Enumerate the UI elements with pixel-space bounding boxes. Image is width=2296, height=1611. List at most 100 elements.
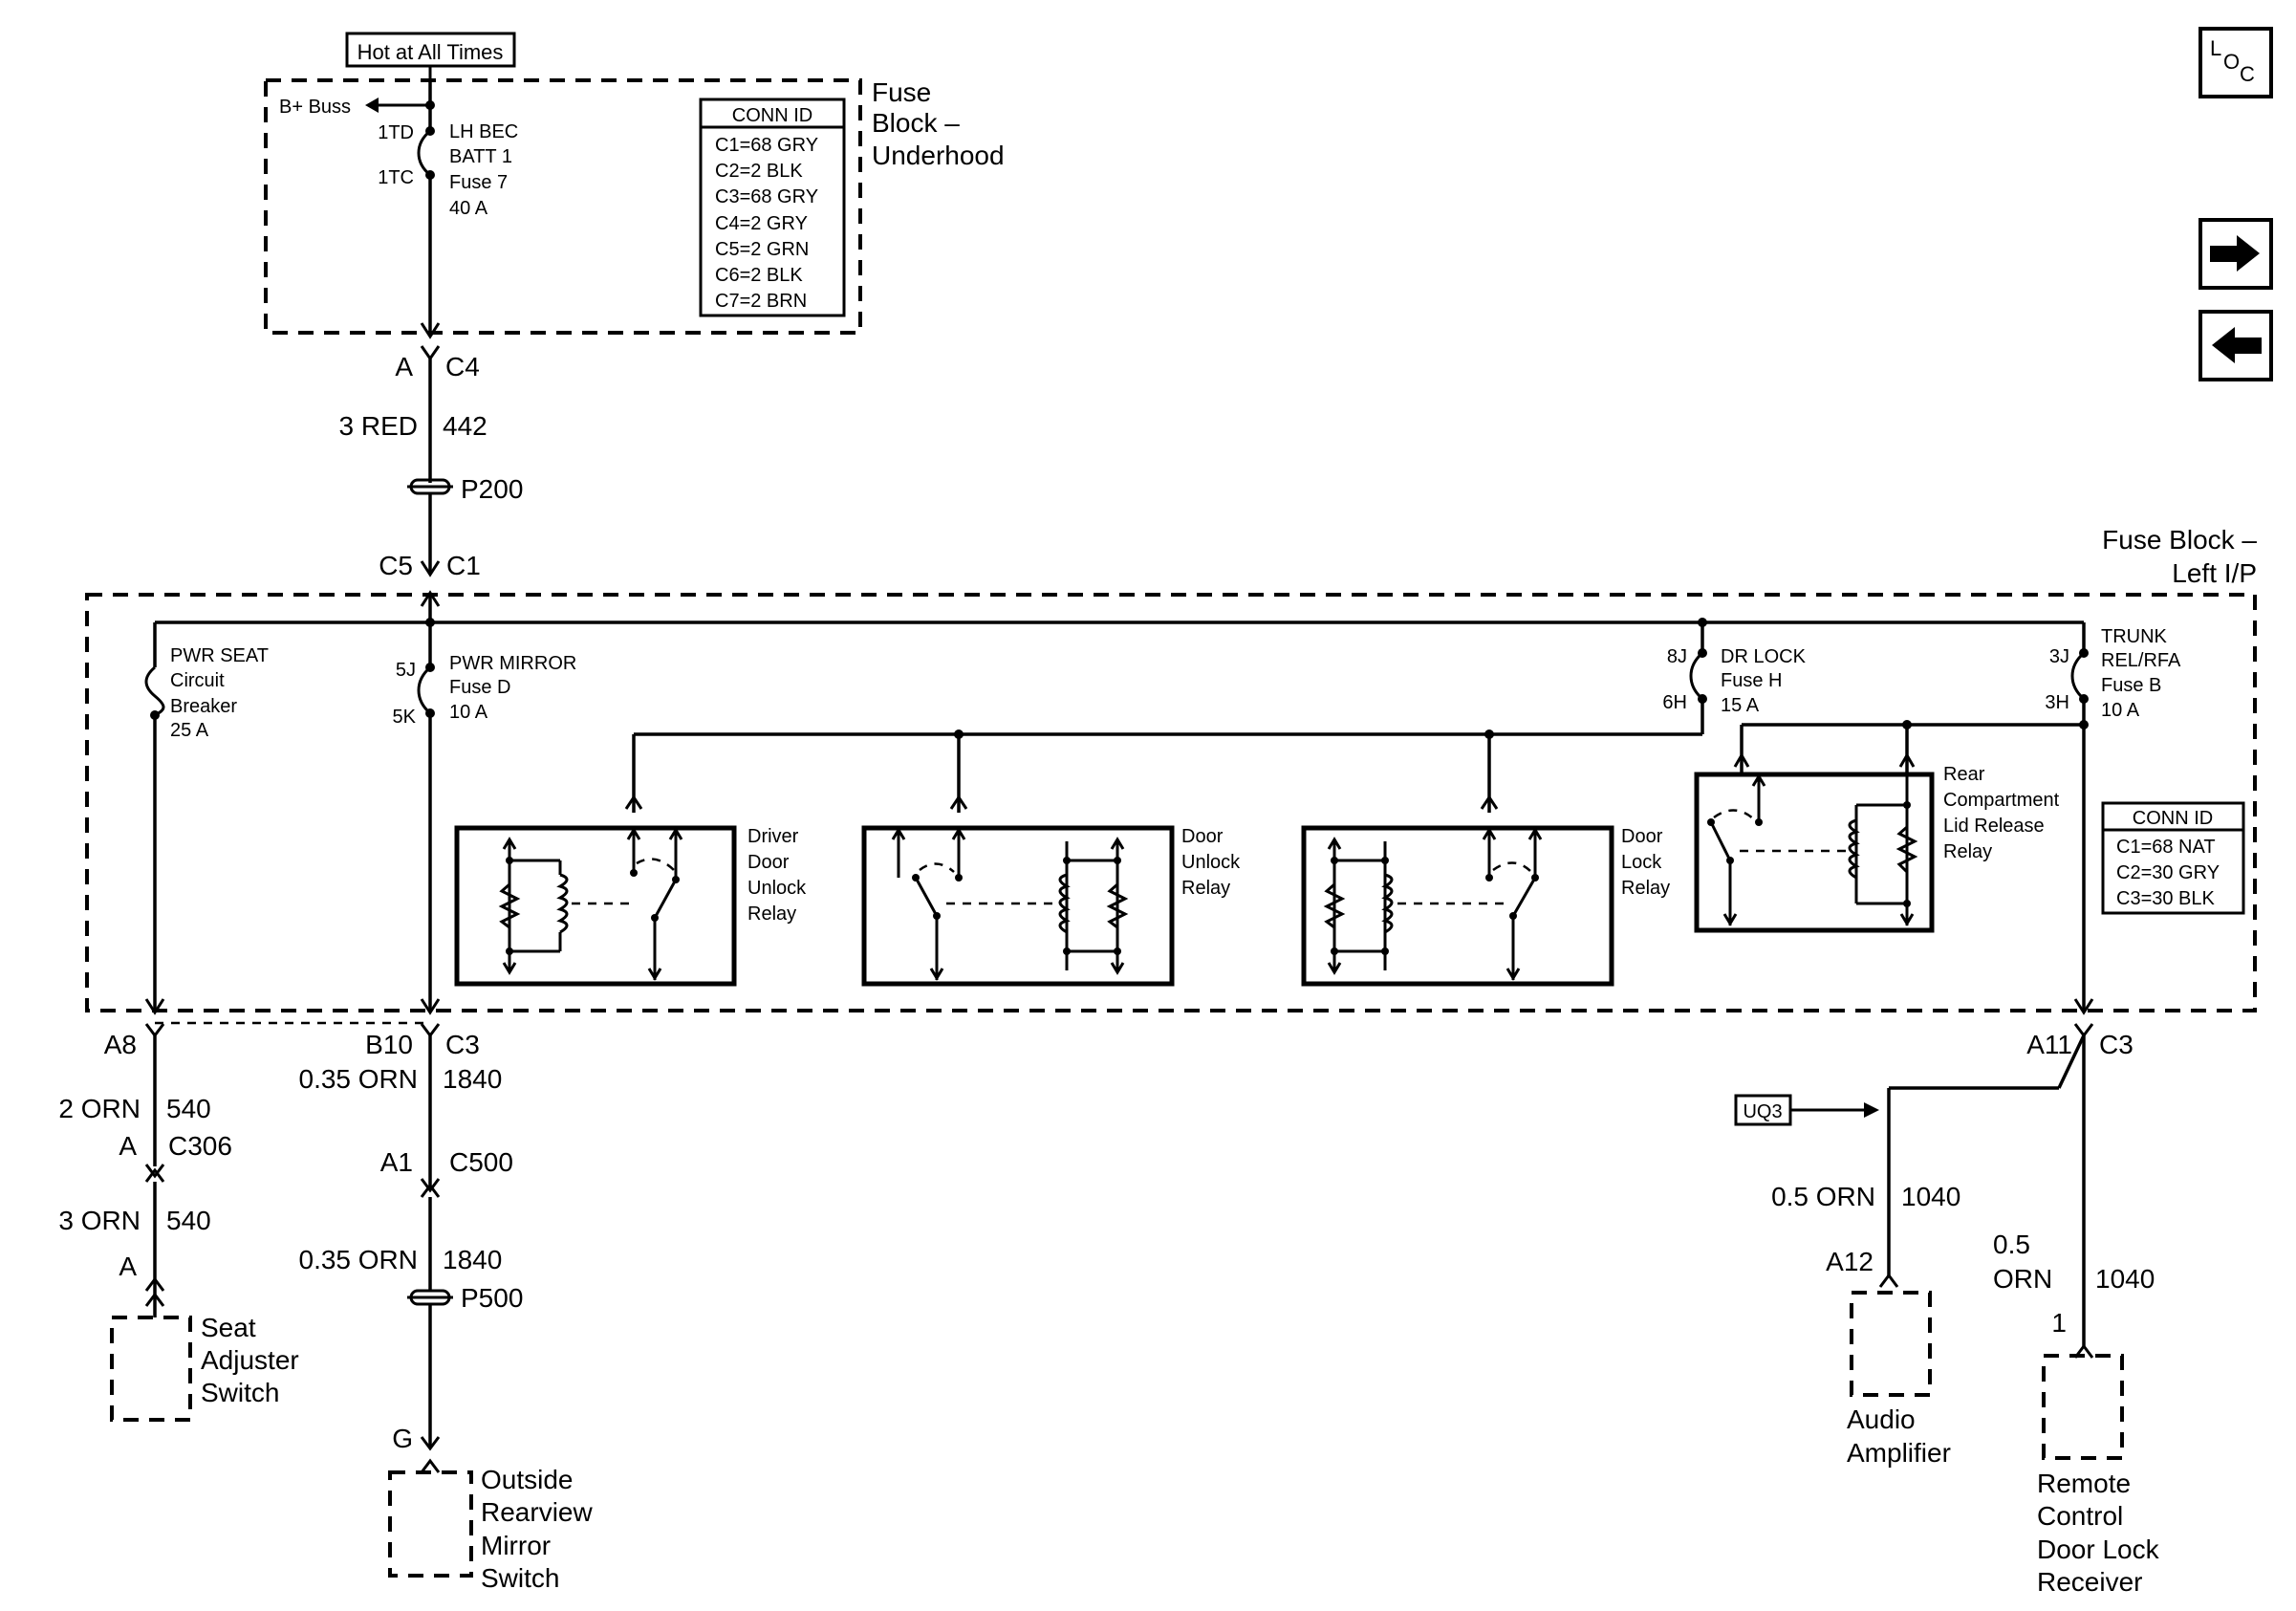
mirror-switch-label-1: Outside [481,1465,574,1494]
connector-c3-mirror: C3 [445,1030,480,1059]
uq3-arrow-icon [1864,1102,1879,1118]
rear-relay-label-2: Compartment [1943,790,2060,811]
rear-relay-label-3: Lid Release [1943,816,2045,837]
pin-b10: B10 [365,1030,413,1059]
underhood-title-3: Underhood [872,141,1005,170]
pin-5k: 5K [393,707,417,728]
mirror-circuit: B10 C3 0.35 ORN 1840 A1 C500 0.35 ORN 18… [299,1023,593,1593]
pin-5j: 5J [396,660,416,681]
door-lock-relay [1301,825,1614,987]
pwr-seat-label-2: Circuit [170,670,225,691]
pin-8j: 8J [1667,646,1687,667]
rear-relay-label-1: Rear [1943,764,1985,785]
circuit-442: 442 [443,411,487,441]
underhood-boundary [264,78,862,335]
trunk-label-1: TRUNK [2101,626,2168,647]
pwr-mirror-label-1: PWR MIRROR [449,653,576,674]
underhood-conn-row: C3=68 GRY [715,186,818,207]
unlock-relay-label-3: Relay [1181,878,1230,899]
splice-p500: P500 [461,1283,523,1313]
pin-1tc: 1TC [378,167,414,188]
underhood-conn-row: C1=68 GRY [715,135,818,156]
pin-3j: 3J [2049,646,2069,667]
driver-relay-label-1: Driver [747,826,799,847]
pwr-seat-breaker-symbol [144,665,165,717]
prev-page-button[interactable] [2199,310,2273,381]
mirror-switch-label-2: Rearview [481,1497,593,1527]
ip-conn-row: C3=30 BLK [2116,888,2216,909]
trunk-label-3: Fuse B [2101,675,2161,696]
connector-c4: C4 [445,352,480,381]
connector-c3-trunk: C3 [2099,1030,2134,1059]
unlock-relay-label-2: Unlock [1181,852,1241,873]
rear-compartment-relay [1694,720,1935,933]
ip-title-1: Fuse Block – [2102,525,2257,555]
seat-switch-label-2: Adjuster [201,1345,299,1375]
underhood-fuse-block: Hot at All Times Fuse Block – Underhood … [264,32,1005,339]
connector-c306-symbol [144,1164,165,1179]
rcdl-label-4: Receiver [2037,1567,2142,1597]
rcdl-wire-size-1: 0.5 [1993,1230,2030,1259]
arrow-right-icon [2210,235,2260,272]
seat-switch-label-1: Seat [201,1313,256,1342]
door-unlock-relay [861,825,1175,987]
loc-letter-l: L [2210,36,2221,60]
mirror-wire2-size: 0.35 ORN [299,1245,419,1274]
underhood-conn-row: C5=2 GRN [715,239,809,260]
pin-g: G [392,1424,413,1453]
lock-relay-label-1: Door [1621,826,1663,847]
underhood-conn-title: CONN ID [732,105,812,126]
loc-button[interactable]: L O C [2199,27,2273,98]
pwr-mirror-label-2: Fuse D [449,677,510,698]
feed-circuit-442: A C4 3 RED 442 P200 C5 C1 [339,345,523,607]
trunk-fuse-symbol [2070,651,2086,701]
amp-wire-circuit: 1040 [1901,1182,1960,1211]
pwr-seat-label-4: 25 A [170,720,209,741]
connector-c500-symbol [420,1178,441,1193]
bplus-arrow-icon [365,98,379,113]
loc-letter-c[interactable]: C [2240,62,2255,86]
pin-a8: A8 [104,1030,137,1059]
uq3-option-label: UQ3 [1743,1101,1782,1122]
mirror-wire1-circuit: 1840 [443,1064,502,1094]
rcdl-label-2: Control [2037,1501,2123,1531]
lock-relay-label-3: Relay [1621,878,1670,899]
pwr-mirror-fuse-symbol [417,665,432,715]
connector-c306: C306 [168,1131,232,1161]
bplus-buss-label: B+ Buss [279,97,351,118]
hot-at-all-times-label: Hot at All Times [357,40,504,64]
fuse-7-line-2: BATT 1 [449,146,512,167]
fuse-7-line-3: Fuse 7 [449,172,508,193]
pin-1td: 1TD [378,122,414,143]
pin-c5: C5 [379,551,413,580]
fuse-7-line-1: LH BEC [449,121,518,142]
mirror-switch-box [388,1470,473,1578]
rcdl-wire-size-2: ORN [1993,1264,2052,1294]
pin-a12: A12 [1826,1247,1874,1276]
mirror-wire1-size: 0.35 ORN [299,1064,419,1094]
audio-amplifier-box [1850,1291,1932,1397]
seat-adjuster-switch-box [110,1316,192,1422]
trunk-label-2: REL/RFA [2101,650,2181,671]
ip-fuse-block-boundary [85,593,2257,1012]
amp-label-1: Audio [1847,1404,1916,1434]
next-page-button[interactable] [2199,218,2273,290]
pwr-seat-label-1: PWR SEAT [170,645,269,666]
driver-relay-label-2: Door [747,852,790,873]
connector-c1: C1 [446,551,481,580]
remote-control-door-lock-receiver-box [2042,1354,2124,1460]
pwr-mirror-label-3: 10 A [449,702,488,723]
seat-switch-label-3: Switch [201,1378,279,1407]
seat-wire1-size: 2 ORN [58,1094,141,1123]
driver-relay-label-3: Unlock [747,878,807,899]
splice-p200: P200 [461,474,523,504]
ip-fuse-block: Fuse Block – Left I/P PWR SEAT Circuit B… [85,525,2257,1015]
ip-conn-row: C2=30 GRY [2116,862,2220,883]
ip-title-2: Left I/P [2172,558,2257,588]
dr-lock-label-1: DR LOCK [1721,646,1807,667]
pin-a11: A11 [2026,1030,2072,1059]
seat-wire2-circuit: 540 [166,1206,211,1235]
rear-relay-label-4: Relay [1943,841,1992,862]
dr-lock-label-2: Fuse H [1721,670,1782,691]
